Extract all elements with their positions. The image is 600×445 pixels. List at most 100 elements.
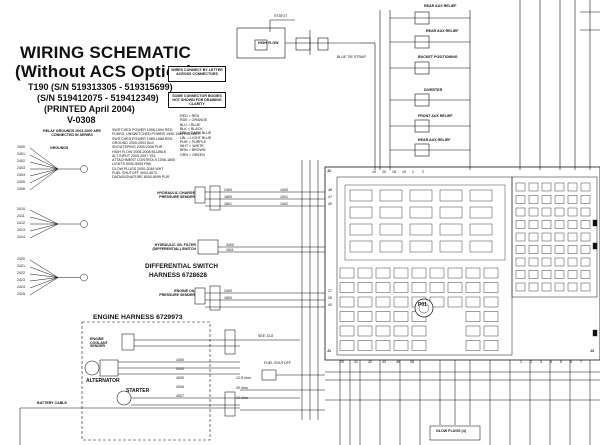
module-cell (349, 189, 373, 202)
ground-wire (29, 161, 59, 170)
engine-components (19, 329, 300, 445)
relay-slot (339, 282, 355, 293)
relay-slot (357, 311, 373, 322)
pin-number: 47 (328, 195, 332, 199)
page-subtitle: (Without ACS Option) (15, 62, 193, 81)
wire-number: 2400 (224, 188, 232, 192)
relay-slot (447, 296, 463, 308)
legend-line: SHOUTEPING 2009-2008 PUR (112, 145, 163, 150)
relay-slot (465, 267, 481, 279)
relay-slot (429, 282, 445, 293)
ground-fanouts (29, 147, 88, 296)
wire-number: 4007 (176, 394, 184, 398)
wire-number: 1800 (224, 195, 232, 199)
resistance-label: 12.5 ohm (236, 376, 251, 380)
pin-number: 2 (422, 170, 424, 174)
wire-number: 1811 (226, 248, 234, 252)
fuse-slot (541, 232, 552, 242)
legend-line: ALT INPUT 2009-2007 YEL (112, 153, 156, 158)
differential-switch-title: DIFFERENTIAL SWITCH (145, 263, 219, 270)
relay-slot (375, 311, 391, 322)
legend-line: LIGHTS 5000-5099 PNK (112, 162, 152, 167)
color-code: WHT = WHITE (180, 144, 204, 149)
fuse-slot (515, 270, 526, 279)
legend-line: ATTACHMENT CONTROLS 1008-1800 (112, 158, 176, 163)
pin-number: 38 (410, 360, 414, 364)
relay-slot (357, 340, 373, 351)
relay-slot (375, 325, 391, 337)
fuse-block (515, 182, 598, 337)
ground-wire-number: 2423 (17, 278, 25, 282)
relay-slot (465, 325, 481, 337)
rear-aux-top-label: REAR AUX RELIEF (424, 4, 457, 8)
module-cell (379, 240, 403, 253)
fuse-slot (528, 207, 539, 217)
relay-slot (357, 282, 373, 293)
relay-slot (393, 311, 409, 322)
color-code: RED = RED (180, 114, 200, 118)
module-cell (409, 206, 433, 219)
color-code: RDE = ORANGE (180, 118, 208, 123)
fuse-slot (567, 207, 578, 217)
controller-module (324, 166, 600, 361)
fuse-slot (580, 195, 591, 204)
diverter-label: DIVERTER (424, 88, 443, 92)
relay-slot (339, 311, 355, 322)
ground-wire-number: 2424 (17, 285, 25, 289)
glow-plugs-label: GLOW PLUGS (4) (436, 429, 466, 433)
engine-coolant-label: ENGINE COOLANT SENDER (90, 337, 108, 349)
fuse-slot (554, 220, 565, 229)
high-flow-circuit (236, 10, 381, 170)
ground-wire (29, 259, 59, 278)
pin-number: 42 (368, 360, 372, 364)
fuse-slot (515, 182, 526, 192)
wire-number: 4005 (176, 376, 184, 380)
ground-wire-number: 2412 (17, 221, 25, 225)
wire-number: 1800 (224, 296, 232, 300)
fuse-slot (541, 220, 552, 229)
fuse-slot (580, 232, 591, 242)
fuse-slot (528, 232, 539, 242)
resistance-label: 10 ohm (236, 396, 248, 400)
module-cell (379, 206, 403, 219)
lower-wiring (240, 360, 600, 445)
fuse-slot (528, 245, 539, 254)
relay-slot (411, 325, 427, 337)
legend-line: GROUND 2000-2003 BLK (112, 140, 154, 145)
relay-slot (393, 340, 409, 351)
relay-slot (429, 267, 445, 279)
relay-slot (339, 340, 355, 351)
pin-number: 40 (328, 202, 332, 206)
ground-wire-number: 2405 (17, 180, 25, 184)
fuse-slot (580, 182, 591, 192)
legend-line: HIGH FLOW 2008-2008 BLU/BLK (112, 149, 167, 154)
wire-number: 3400 (226, 243, 234, 247)
ground-wire-number: 2414 (17, 235, 25, 239)
engine-oil-label: ENGINE OIL PRESSURE SENDER (159, 289, 195, 297)
fuse-slot (554, 245, 565, 254)
ground-wire (29, 273, 59, 278)
fuse-slot (515, 257, 526, 267)
relay-slot (465, 282, 481, 293)
relay-slot (375, 267, 391, 279)
ground-wire (29, 168, 59, 177)
module-cell (469, 206, 493, 219)
fuse-slot (515, 232, 526, 242)
fuse-slot (541, 182, 552, 192)
wire-number: 1801 (224, 202, 232, 206)
ground-wire-number: 2410 (17, 207, 25, 211)
pin-number: 1 (412, 170, 414, 174)
fuse-slot (528, 182, 539, 192)
ground-wire-number: 2403 (17, 166, 25, 170)
relay-slot (393, 325, 409, 337)
model-serial-1: T190 (S/N 519313305 - 519315699) (28, 82, 173, 92)
relay-slot (357, 296, 373, 308)
engine-harness-title: ENGINE HARNESS 6729973 (93, 314, 183, 321)
ground-wire (29, 216, 59, 225)
ground-wire (29, 277, 59, 296)
relay-slot (375, 296, 391, 308)
pin-number: 6 (570, 360, 572, 364)
fuse-slot (554, 195, 565, 204)
fuse-slot (541, 245, 552, 254)
